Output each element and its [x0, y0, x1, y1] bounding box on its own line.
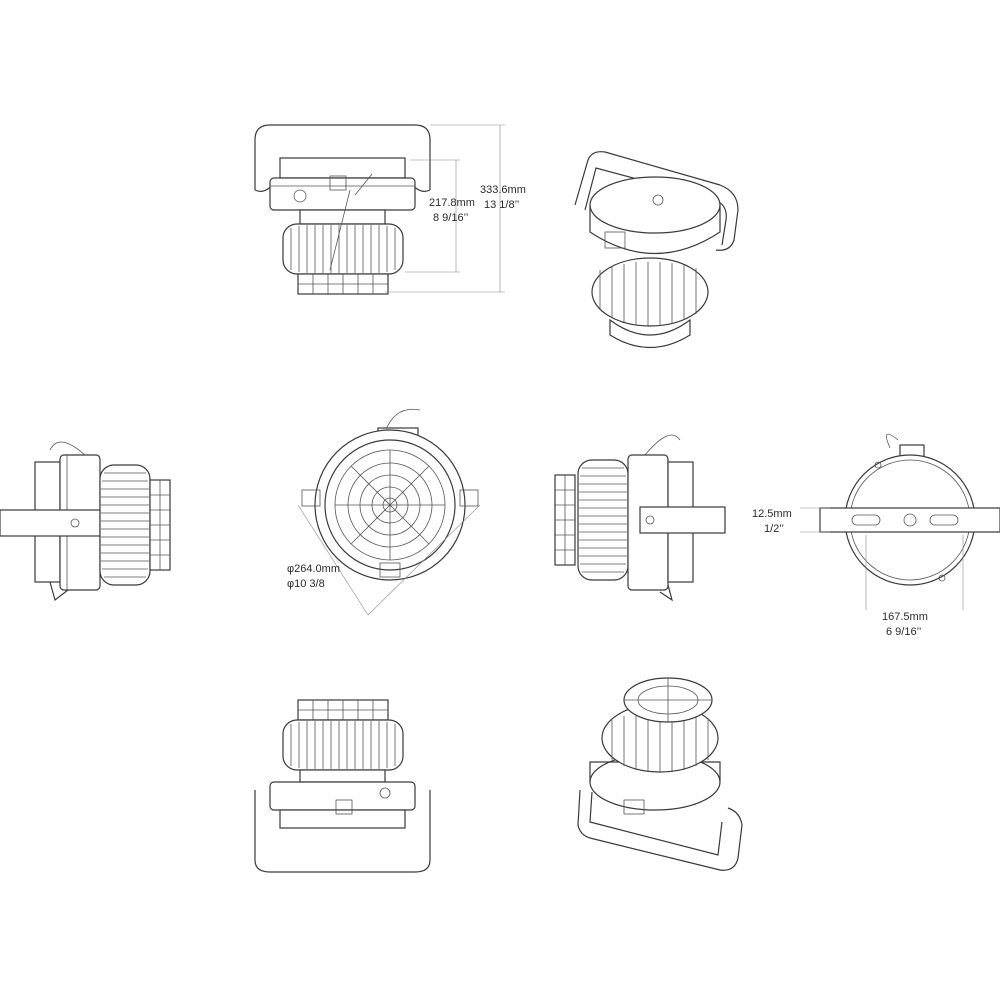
- side-view-right: [554, 434, 726, 602]
- mount-spacing-mm-label: 167.5mm: [882, 611, 928, 623]
- top-view-right: [819, 433, 1000, 586]
- overall-height-mm-label: 333.6mm: [480, 184, 526, 196]
- diameter-in-label: φ10 3/8: [287, 578, 325, 590]
- bottom-view-center: [301, 408, 479, 581]
- isometric-view-bottom: [577, 677, 743, 871]
- diameter-mm-label: φ264.0mm: [287, 563, 340, 575]
- overall-height-dimension: [385, 124, 505, 293]
- isometric-view-top: [574, 151, 739, 349]
- rear-view-bottom: [254, 699, 431, 873]
- diameter-dimension: [297, 504, 481, 616]
- side-view-left: [0, 441, 171, 602]
- body-height-in-label: 8 9/16’’: [433, 212, 468, 224]
- bracket-thickness-mm-label: 12.5mm: [752, 508, 792, 520]
- body-height-mm-label: 217.8mm: [429, 197, 475, 209]
- overall-height-in-label: 13 1/8’’: [484, 199, 519, 211]
- bracket-thickness-in-label: 1/2’’: [764, 523, 784, 535]
- mount-spacing-in-label: 6 9/16’’: [886, 626, 921, 638]
- front-view-top: [254, 124, 431, 295]
- bracket-dimension: [800, 507, 964, 610]
